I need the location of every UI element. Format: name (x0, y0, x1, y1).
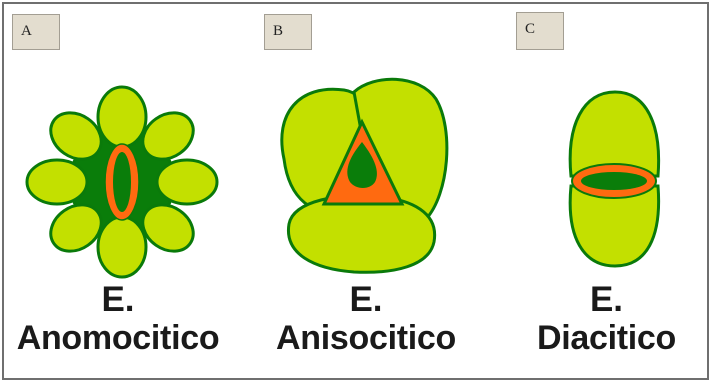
caption-line2: Anisocitico (241, 321, 491, 355)
stoma-pore (581, 172, 647, 190)
caption-line2: Anomocitico (2, 321, 238, 355)
caption-anisocitico: E. Anisocitico (241, 282, 491, 355)
caption-anomocitico: E. Anomocitico (2, 282, 238, 355)
caption-line2: Diacitico (500, 321, 709, 355)
caption-diacitico: E. Diacitico (500, 282, 709, 355)
caption-line1: E. (500, 282, 709, 317)
panel-anomocitico: A E. Anomocitico (4, 4, 244, 378)
panel-diacitico: C E. Diacitico (494, 4, 707, 378)
diacytic-stoma-illustration (494, 4, 707, 284)
anisocytic-stoma-illustration (244, 4, 494, 284)
subsidiary-cell (157, 160, 217, 204)
stoma-pore (113, 152, 131, 212)
panel-anisocitico: B E. Anisocitico (244, 4, 494, 378)
anomocytic-stoma-illustration (4, 4, 244, 284)
subsidiary-cell-bottom (288, 196, 434, 273)
caption-line1: E. (241, 282, 491, 317)
subsidiary-cell (98, 217, 146, 277)
subsidiary-cell (27, 160, 87, 204)
subsidiary-cell (98, 87, 146, 147)
caption-line1: E. (2, 282, 238, 317)
